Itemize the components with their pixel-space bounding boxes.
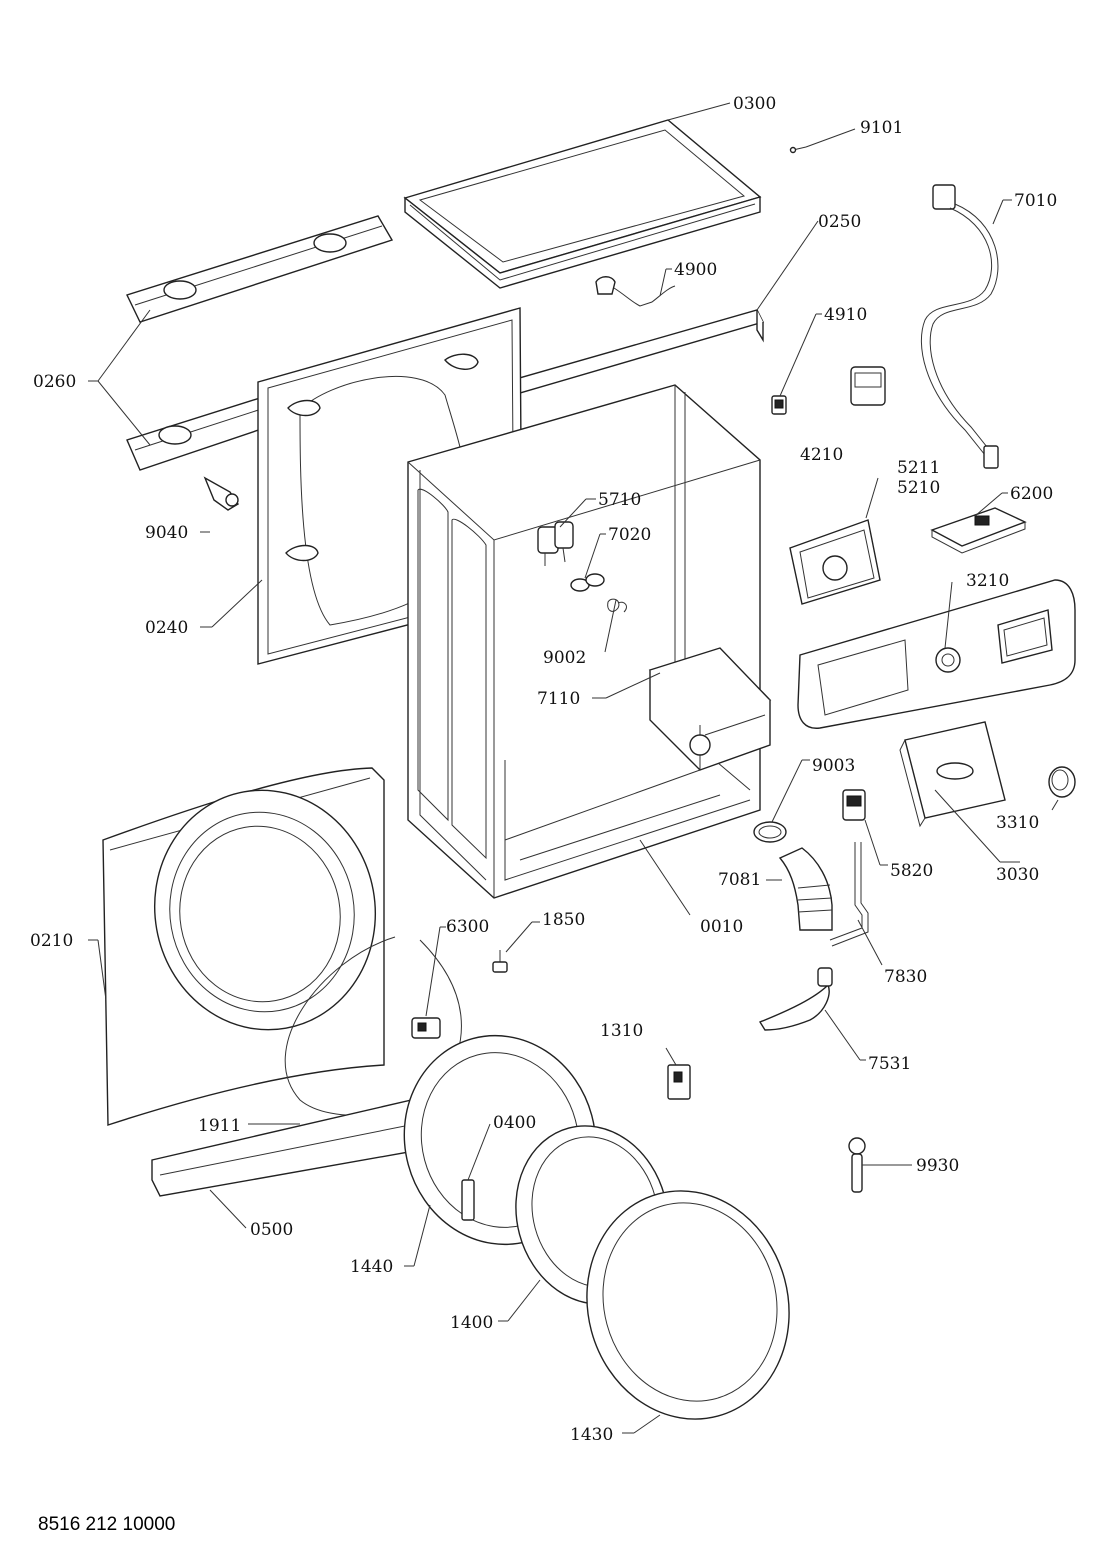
part-1310-hinge	[667, 1064, 691, 1100]
label-7531: 7531	[868, 1054, 911, 1074]
label-9003: 9003	[812, 756, 855, 776]
part-9002-clip	[607, 598, 627, 613]
label-0300: 0300	[733, 94, 776, 114]
label-1440: 1440	[350, 1257, 393, 1277]
part-9930-spanner	[848, 1137, 866, 1193]
part-7081-hose	[778, 847, 833, 931]
label-0010: 0010	[700, 917, 743, 937]
label-6300: 6300	[446, 917, 489, 937]
label-5820: 5820	[890, 861, 933, 881]
label-1430: 1430	[570, 1425, 613, 1445]
part-7110-dispenser	[648, 647, 772, 771]
part-4900-cable	[595, 276, 676, 307]
part-4210-component	[850, 366, 886, 406]
label-0250: 0250	[818, 212, 861, 232]
label-5710: 5710	[598, 490, 641, 510]
part-0010-cabinet	[407, 384, 761, 899]
label-9040: 9040	[145, 523, 188, 543]
part-7830-pipe	[829, 842, 869, 947]
label-9002: 9002	[543, 648, 586, 668]
label-7020: 7020	[608, 525, 651, 545]
part-4910-component	[771, 395, 787, 415]
label-0400: 0400	[493, 1113, 536, 1133]
part-3310-knob	[1048, 766, 1076, 798]
part-0500-kick-plate	[151, 1097, 431, 1197]
part-5820-component	[842, 789, 866, 821]
part-7010-inlet-hose	[920, 184, 999, 469]
part-3210-control-panel	[797, 579, 1076, 729]
leader-lines	[88, 102, 1059, 1434]
label-1850: 1850	[542, 910, 585, 930]
label-0240: 0240	[145, 618, 188, 638]
part-0210-front-panel	[102, 767, 385, 1126]
label-7081: 7081	[718, 870, 761, 890]
part-3030-drawer	[899, 721, 1006, 828]
part-5210-control-board	[789, 519, 881, 605]
label-9930: 9930	[916, 1156, 959, 1176]
label-3210: 3210	[966, 571, 1009, 591]
label-7010: 7010	[1014, 191, 1057, 211]
part-9040-valve	[203, 476, 239, 511]
label-0260: 0260	[33, 372, 76, 392]
label-0210: 0210	[30, 931, 73, 951]
label-1310: 1310	[600, 1021, 643, 1041]
part-9101-screw	[789, 146, 807, 154]
label-7830: 7830	[884, 967, 927, 987]
part-9003-clamp	[753, 821, 787, 843]
label-4900: 4900	[674, 260, 717, 280]
part-0300-top-cover	[403, 119, 762, 289]
part-6200-board	[930, 507, 1027, 554]
label-1911: 1911	[198, 1116, 241, 1136]
label-5210: 5210	[897, 478, 940, 498]
label-7110: 7110	[537, 689, 580, 709]
part-6300-door-lock	[411, 1017, 441, 1039]
label-9101: 9101	[860, 118, 903, 138]
label-6200: 6200	[1010, 484, 1053, 504]
part-7020-clamps	[570, 573, 605, 592]
label-4910: 4910	[824, 305, 867, 325]
label-4210: 4210	[800, 445, 843, 465]
label-1400: 1400	[450, 1313, 493, 1333]
part-1430-door-ring	[586, 1190, 790, 1420]
label-5211: 5211	[897, 458, 940, 478]
part-5710-valve	[537, 521, 574, 566]
document-number: 8516 212 10000	[38, 1514, 176, 1535]
part-7531-pump	[758, 967, 833, 1031]
label-3030: 3030	[996, 865, 1039, 885]
label-0500: 0500	[250, 1220, 293, 1240]
part-1850-foot	[492, 950, 508, 973]
part-labels: 0300 9101 7010 0250 4900 4910 0260 4210 …	[30, 94, 1057, 1445]
label-3310: 3310	[996, 813, 1039, 833]
